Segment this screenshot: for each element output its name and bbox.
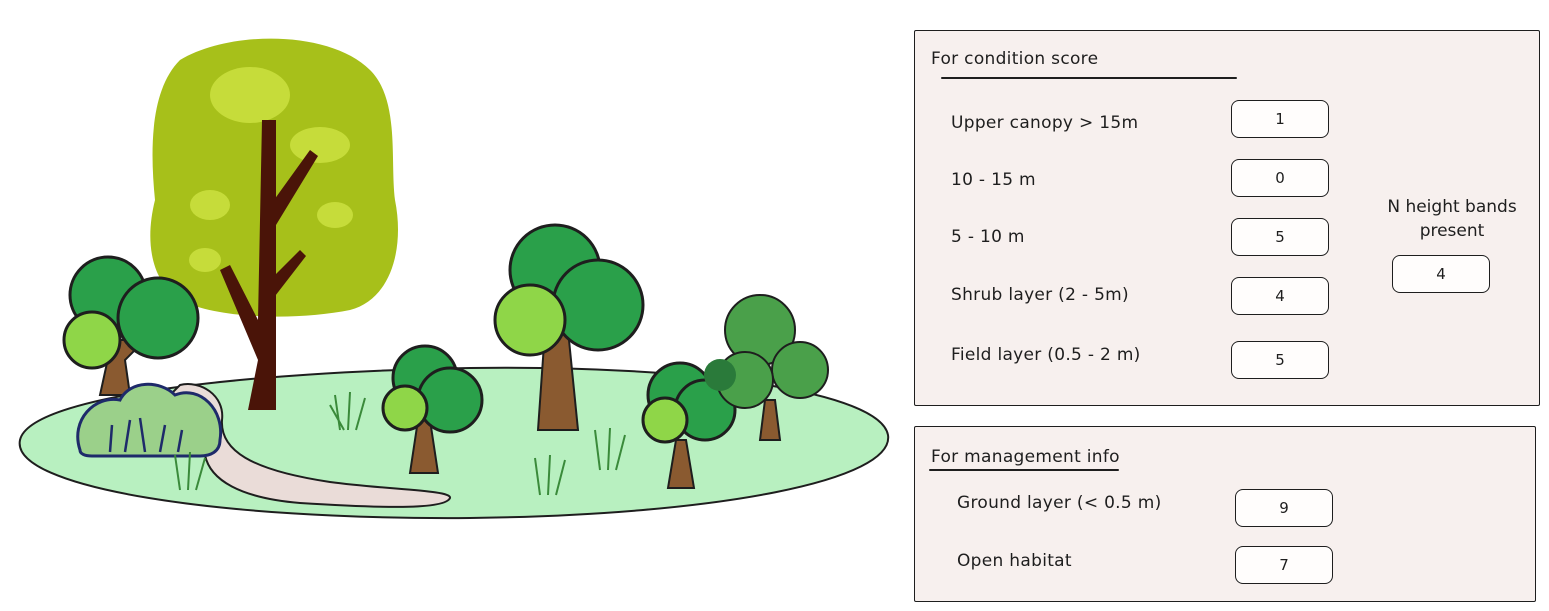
row-label-10-15m: 10 - 15 m [951, 170, 1036, 190]
round-tree-center [493, 223, 645, 431]
grass-tufts [174, 391, 626, 496]
bushy-tree [704, 294, 829, 441]
value-ground-layer[interactable]: 9 [1235, 489, 1333, 527]
title-underline [929, 469, 1119, 471]
n-height-bands-value[interactable]: 4 [1392, 255, 1490, 293]
row-label-upper-canopy: Upper canopy > 15m [951, 113, 1139, 133]
condition-panel-title: For condition score [931, 49, 1099, 69]
round-tree-small [381, 344, 484, 474]
value-shrub-layer[interactable]: 4 [1231, 277, 1329, 315]
round-tree-right [641, 361, 737, 489]
title-underline [941, 77, 1237, 79]
value-open-habitat[interactable]: 7 [1235, 546, 1333, 584]
row-label-shrub-layer: Shrub layer (2 - 5m) [951, 285, 1129, 305]
round-tree-left [62, 255, 200, 396]
n-height-bands-label: N height bands present [1387, 197, 1517, 241]
management-panel-title: For management info [931, 447, 1120, 467]
tall-tree [150, 38, 398, 410]
row-label-ground-layer: Ground layer (< 0.5 m) [957, 493, 1162, 513]
row-label-field-layer: Field layer (0.5 - 2 m) [951, 345, 1141, 365]
dirt-path [168, 383, 452, 508]
management-info-panel: For management info Ground layer (< 0.5 … [914, 426, 1536, 602]
woodland-illustration [18, 38, 890, 520]
row-label-open-habitat: Open habitat [957, 551, 1072, 571]
value-5-10m[interactable]: 5 [1231, 218, 1329, 256]
condition-score-panel: For condition score Upper canopy > 15m 1… [914, 30, 1540, 406]
bush [76, 382, 223, 458]
value-10-15m[interactable]: 0 [1231, 159, 1329, 197]
row-label-5-10m: 5 - 10 m [951, 227, 1025, 247]
value-upper-canopy[interactable]: 1 [1231, 100, 1329, 138]
value-field-layer[interactable]: 5 [1231, 341, 1329, 379]
